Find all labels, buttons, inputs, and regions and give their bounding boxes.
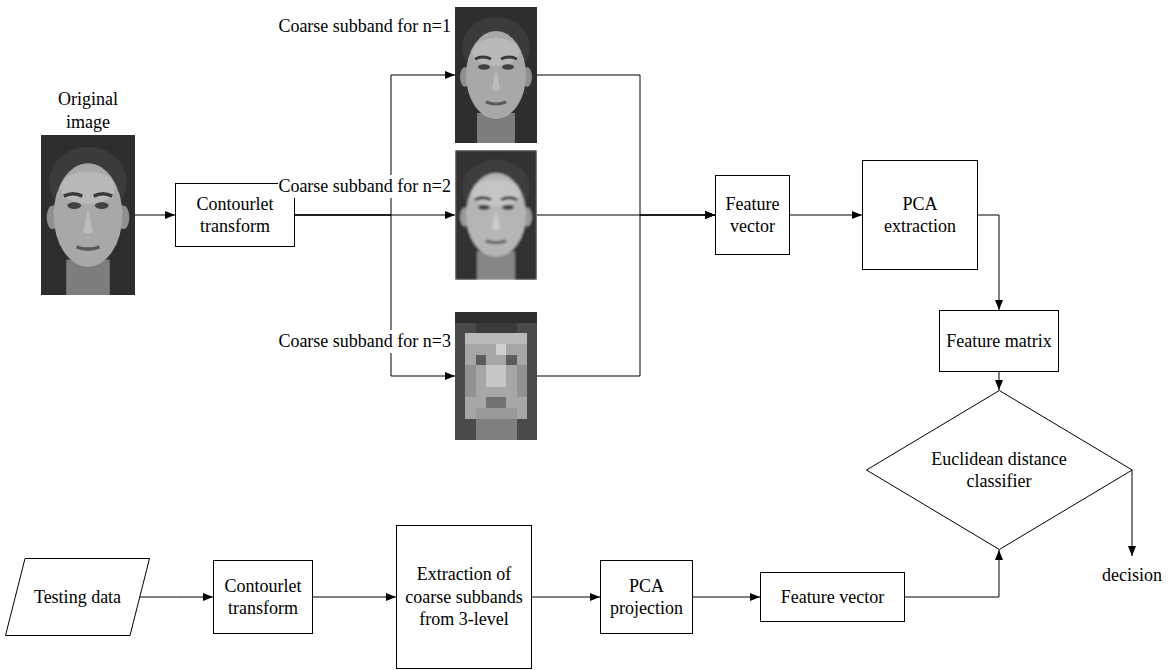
subband-face-n3 [455,312,537,440]
pixel-block [465,333,527,418]
decision-diamond: Euclidean distance classifier [866,390,1133,550]
flow-arrow [790,215,862,216]
node-label: PCA projection [607,575,686,620]
process-box: PCA projection [600,560,693,634]
flow-arrow [532,597,600,598]
node-label: Contourlet transform [182,193,288,238]
pixel-block [476,419,517,440]
pixel-block [486,365,507,386]
decision-diamond-outline [866,390,1133,550]
pixel-block [476,408,517,419]
image-heading: Original image [43,88,133,133]
node-label: Testing data [34,586,121,609]
subband-node: Coarse subband for n=3 [455,312,537,440]
process-box: PCA extraction [862,160,978,270]
flow-arrow [978,215,999,310]
process-box: Feature vector [715,175,790,255]
process-box: Feature matrix [939,310,1059,372]
flow-arrow [537,75,715,215]
process-box: Extraction of coarse subbands from 3-lev… [396,525,532,669]
node-label: Extraction of coarse subbands from 3-lev… [403,563,525,631]
node-label: Contourlet transform [220,575,306,620]
node-label: Feature vector [722,193,783,238]
flow-arrow [140,597,213,598]
pixel-block [455,312,537,440]
pixel-block [476,323,517,334]
subband-node: Coarse subband for n=1 [455,7,537,143]
flow-arrow [537,215,715,376]
pixel-block [465,333,527,344]
pixel-block [517,365,527,397]
process-box: Feature vector [760,572,905,622]
pixel-block [476,355,486,366]
subband-face-n2 [455,150,537,280]
flow-arrow [693,597,760,598]
pixel-block [486,397,507,408]
image-heading: Coarse subband for n=2 [278,175,451,198]
flow-arrow [135,215,175,216]
flow-arrow [313,597,396,598]
pixel-block [455,312,537,323]
original-face-photo [41,135,135,295]
node-label: Euclidean distance classifier [919,448,1079,493]
photo-node: Original image [41,135,135,295]
node-label: Feature vector [781,586,884,609]
pixel-block [496,344,506,355]
image-heading: Coarse subband for n=3 [278,330,451,353]
flow-arrow [998,372,999,390]
image-heading: Coarse subband for n=1 [278,15,451,38]
pixel-block [506,355,516,366]
subband-face-n1 [455,7,537,143]
pixel-block [465,365,475,397]
subband-node: Coarse subband for n=2 [455,150,537,280]
process-box: Contourlet transform [175,183,295,247]
output-label: decision [1102,564,1162,587]
node-label: PCA extraction [869,193,971,238]
decision-arrow [1132,470,1133,556]
process-box: Contourlet transform [213,560,313,634]
data-parallelogram: Testing data [5,558,150,636]
decision-diamond-shape [866,391,1132,550]
data-parallelogram-shape [6,559,150,636]
node-label: Feature matrix [946,330,1051,353]
flow-arrow [905,550,999,597]
